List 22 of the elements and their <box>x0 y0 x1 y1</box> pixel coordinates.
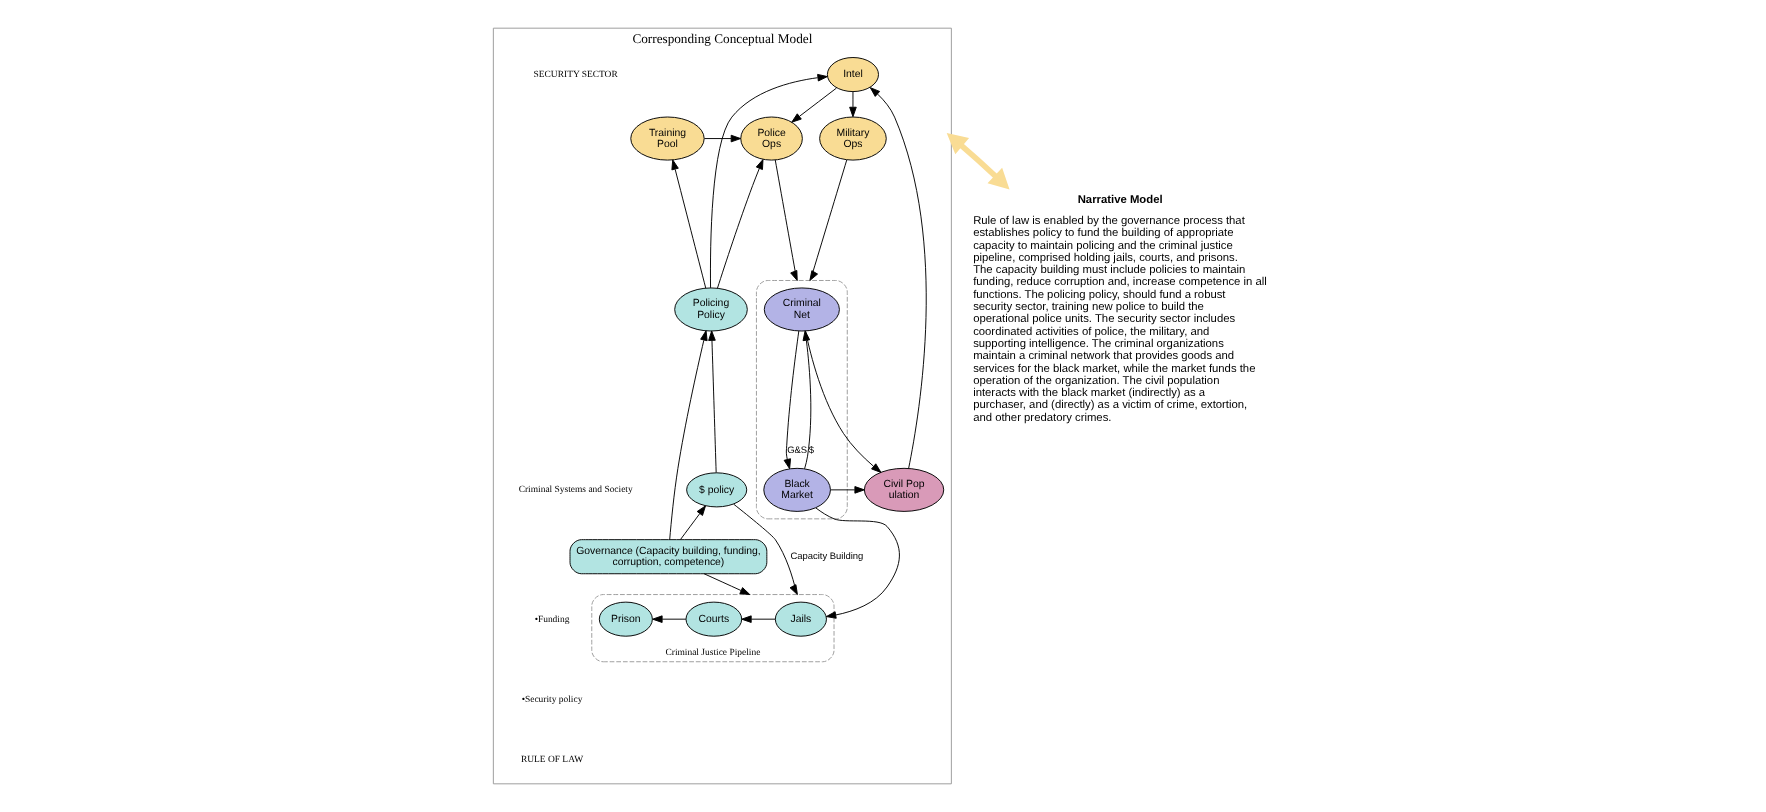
arrow <box>671 159 707 289</box>
arrow <box>809 159 848 281</box>
arrow <box>783 330 800 470</box>
arrow <box>774 159 798 281</box>
arrow <box>704 134 742 143</box>
arrow <box>830 486 865 494</box>
arrow <box>703 573 751 596</box>
arrow <box>652 615 687 623</box>
arrow <box>849 91 857 118</box>
arrow <box>741 615 776 623</box>
arrow <box>869 87 927 469</box>
arrow <box>669 330 708 541</box>
arrow <box>680 505 706 540</box>
arrow <box>708 330 717 474</box>
arrow <box>716 159 764 289</box>
arrow <box>805 330 882 473</box>
arrow <box>946 133 1010 190</box>
arrow <box>733 503 798 596</box>
arrow <box>791 87 837 123</box>
cluster <box>755 280 848 520</box>
arrow <box>710 73 828 289</box>
arrow <box>815 507 900 619</box>
